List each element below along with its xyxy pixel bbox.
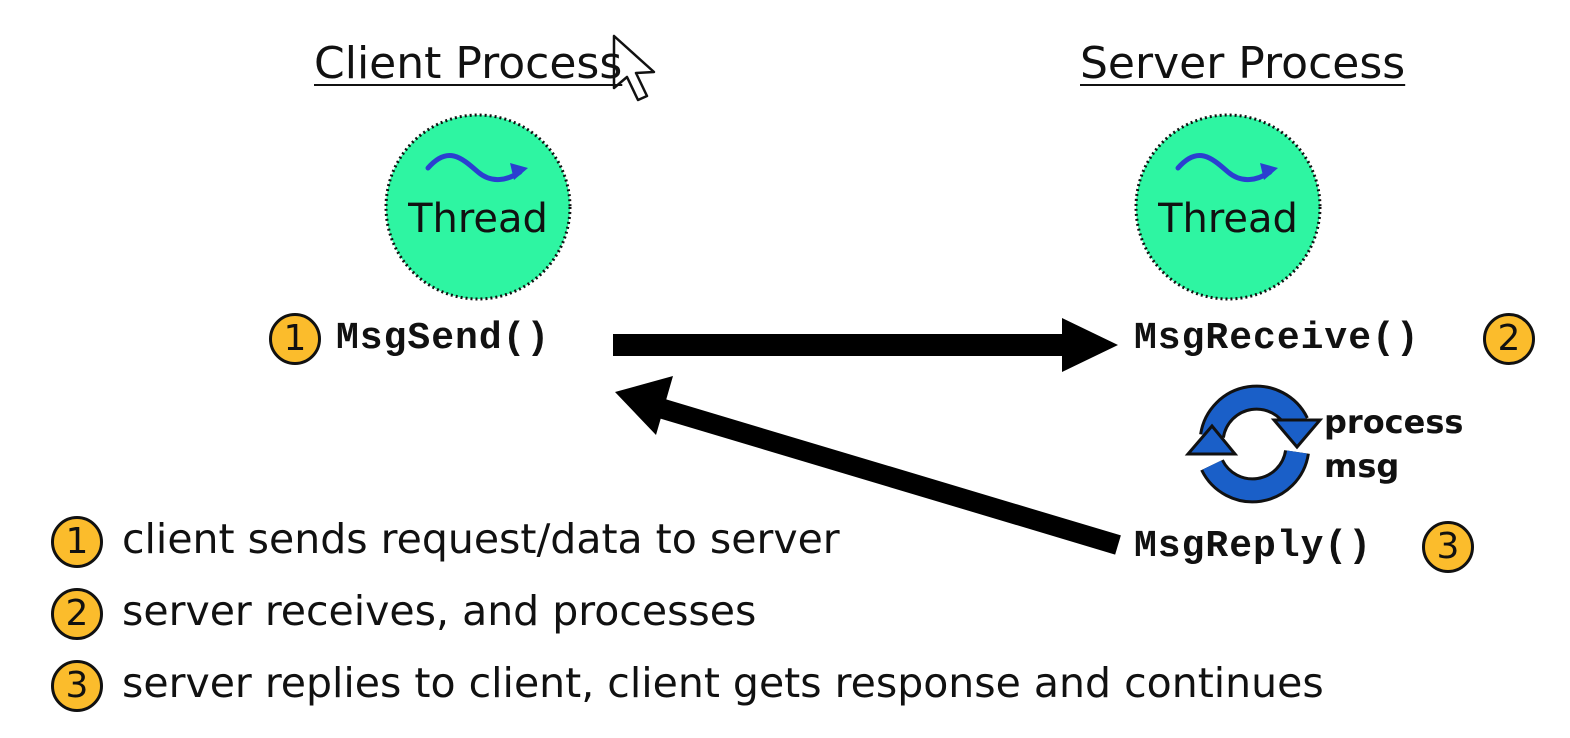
legend-badge-3: 3	[51, 660, 103, 712]
legend-text-2: server receives, and processes	[122, 587, 757, 635]
server-thread-label: Thread	[1158, 196, 1298, 242]
client-thread-label: Thread	[408, 196, 548, 242]
step-badge-2: 2	[1483, 313, 1535, 365]
step-badge-1: 1	[269, 313, 321, 365]
server-process-title: Server Process	[1080, 38, 1406, 89]
reply-arrow	[615, 376, 1121, 555]
process-label-line2: msg	[1324, 447, 1400, 485]
client-thread-node	[384, 113, 572, 301]
process-cycle-icon	[1184, 384, 1324, 504]
server-thread-wave-icon	[1175, 153, 1273, 182]
msgreply-call: MsgReply()	[1134, 525, 1373, 568]
legend-badge-1: 1	[51, 516, 103, 568]
msgsend-call: MsgSend()	[336, 317, 551, 360]
server-thread-node	[1134, 113, 1322, 301]
legend-text-1: client sends request/data to server	[122, 515, 840, 563]
legend-badge-2: 2	[51, 588, 103, 640]
client-thread-wave-icon	[425, 153, 523, 182]
client-process-title: Client Process	[314, 38, 623, 89]
send-arrow	[613, 318, 1118, 372]
step-badge-3: 3	[1422, 521, 1474, 573]
process-label-line1: process	[1324, 403, 1464, 441]
mouse-cursor-icon	[612, 34, 656, 102]
legend-text-3: server replies to client, client gets re…	[122, 659, 1324, 707]
msgreceive-call: MsgReceive()	[1134, 317, 1420, 360]
